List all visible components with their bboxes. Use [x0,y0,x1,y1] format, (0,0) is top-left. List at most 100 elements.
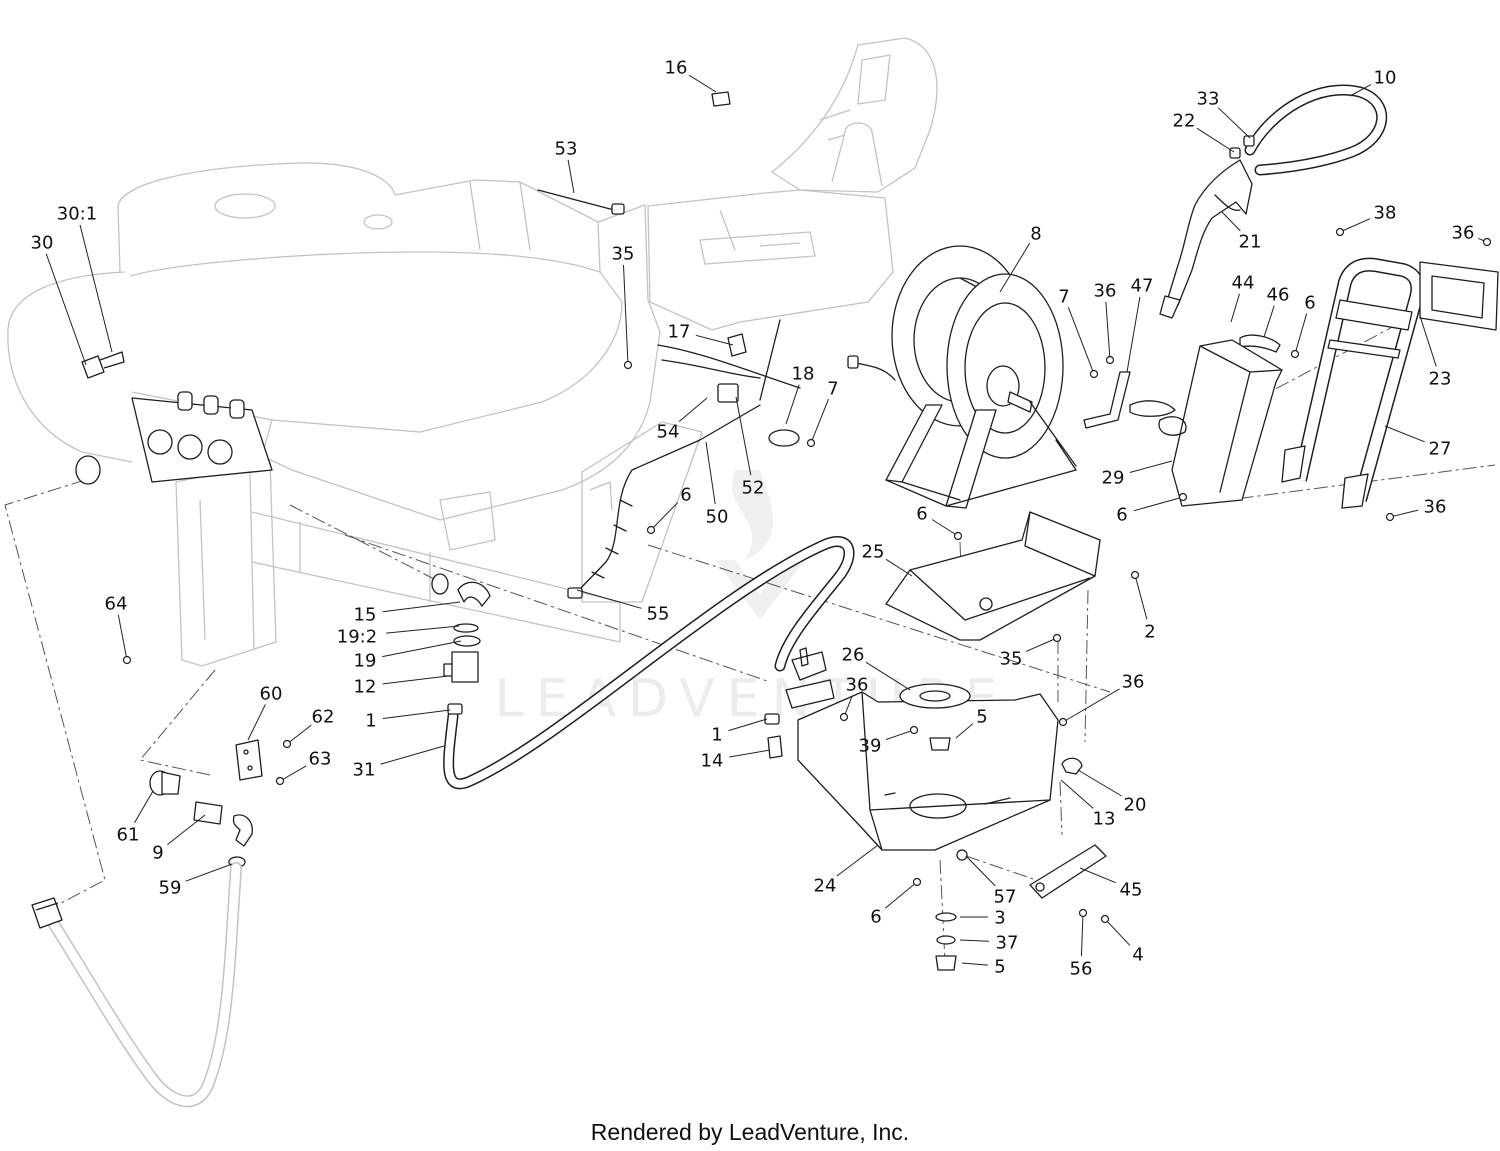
tee-12 [443,651,479,683]
callout-label: 64 [105,594,128,615]
callout-label: 25 [862,542,885,563]
leader-line [247,704,266,741]
callout-label: 35 [1000,649,1023,670]
inlet-fittings [431,573,491,715]
outlet-connector [764,647,835,759]
fastener [1100,914,1110,924]
leader-line [650,502,678,531]
relay-52 [717,383,739,403]
valve-solenoid [229,399,245,419]
leader-line [1230,293,1240,323]
gasket-19 [453,635,481,647]
plate-23 [1419,261,1499,331]
callout-label: 50 [706,507,729,528]
ghost-filler-cap [363,214,393,230]
leader-line [1221,211,1241,232]
reel-stand-left [885,404,943,483]
leader-line [999,242,1031,293]
callout-label: 10 [1374,68,1397,89]
leader-line [729,749,771,758]
hose-10-outline [1244,84,1388,176]
harness-connector [611,203,625,215]
callout-label: 16 [665,58,688,79]
bracket-47 [1083,371,1131,429]
hose-and-nozzle [1159,84,1388,319]
leader-line [955,723,974,739]
callout-label: 36 [846,675,869,696]
reel-inlet-connector [847,355,859,369]
assembly-line [139,669,216,776]
reel-base [885,401,1077,507]
fitting-61-body [161,771,181,795]
fasteners [122,227,1492,924]
cover-29-slot [1158,416,1187,436]
fitting-33 [1243,135,1255,147]
arm-45-hole [1035,882,1045,892]
clamp-1 [764,713,780,725]
leader-line [382,709,451,719]
callout-label: 56 [1070,959,1093,980]
callout-label: 27 [1429,439,1452,460]
leader-line [279,765,307,782]
callout-label: 37 [996,933,1019,954]
leader-line [884,881,918,909]
leader-line [885,558,913,577]
bracket-24-body [797,691,1059,851]
leader-lines [45,74,1488,966]
cap-16 [711,91,731,107]
ghost-right-panel [581,421,703,603]
callout-label: 3 [994,908,1005,929]
callout-label: 14 [701,751,724,772]
leader-line [810,398,829,444]
saddle-bracket-24 [797,683,1083,851]
leader-line [836,844,879,877]
ghost-tank-top [129,251,623,433]
leader-line [688,74,717,93]
clamp-18 [768,429,800,447]
drain-assembly [31,739,263,1108]
callout-label: 4 [1132,945,1143,966]
callout-label: 24 [814,876,837,897]
fastener [1058,717,1068,727]
ghost-console-panel [699,209,816,265]
callout-label: 44 [1232,273,1255,294]
valve-port [147,429,173,455]
leader-line [678,397,708,422]
callout-label: 39 [859,736,882,757]
tee-fitting [791,647,827,681]
callout-label: 26 [842,645,865,666]
callout-label: 33 [1197,89,1220,110]
callout-label: 59 [159,878,182,899]
fastener [1385,512,1395,522]
harness-wire-53 [537,189,615,211]
leader-line [1105,301,1111,361]
callout-label: 8 [1030,224,1041,245]
callout-label: 60 [260,684,283,705]
bushing-5-lower [935,955,957,971]
callout-label: 36 [1424,497,1447,518]
callout-label: 57 [994,887,1017,908]
nozzle-tip [1159,295,1181,319]
callout-label: 30:1 [57,204,97,225]
fastener [275,776,285,786]
tray-25-fold [909,511,1096,621]
leader-line [1133,496,1184,512]
leader-line [885,729,915,740]
cover-29 [1171,339,1283,507]
fastener [953,531,963,541]
clamp-20 [1061,757,1083,775]
leader-line [1134,574,1148,620]
bracket-24-hole [909,793,967,819]
footer-credit: Rendered by LeadVenture, Inc. [591,1119,909,1145]
plate-23-window [1431,275,1485,319]
fastener [1178,492,1188,502]
ghost-front-bracket [439,481,613,551]
leader-line [931,519,959,537]
drain-hose-inner [45,863,241,1106]
callout-label: 5 [994,957,1005,978]
fastener [1052,633,1062,643]
leader-line [1060,779,1094,809]
callout-label: 19:2 [337,627,377,648]
